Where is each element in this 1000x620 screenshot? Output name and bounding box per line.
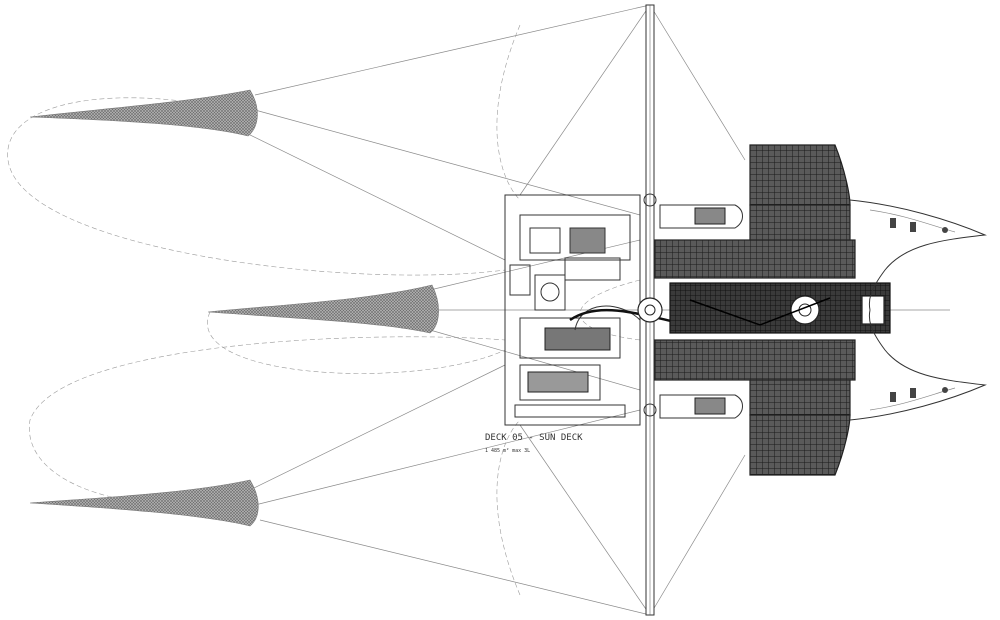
kite-middle xyxy=(207,284,439,334)
kite-lower xyxy=(29,479,259,527)
tender-upper xyxy=(659,204,743,229)
deck-subtitle: 1 485 m² max 3L xyxy=(485,448,530,454)
kite-upper xyxy=(29,89,258,137)
catamaran-bows xyxy=(849,199,987,421)
solar-panel-array xyxy=(637,144,891,476)
tender-lower xyxy=(659,394,743,419)
sun-deck-superstructure xyxy=(504,194,691,426)
deck-title: DECK 05 - SUN DECK xyxy=(485,433,583,443)
